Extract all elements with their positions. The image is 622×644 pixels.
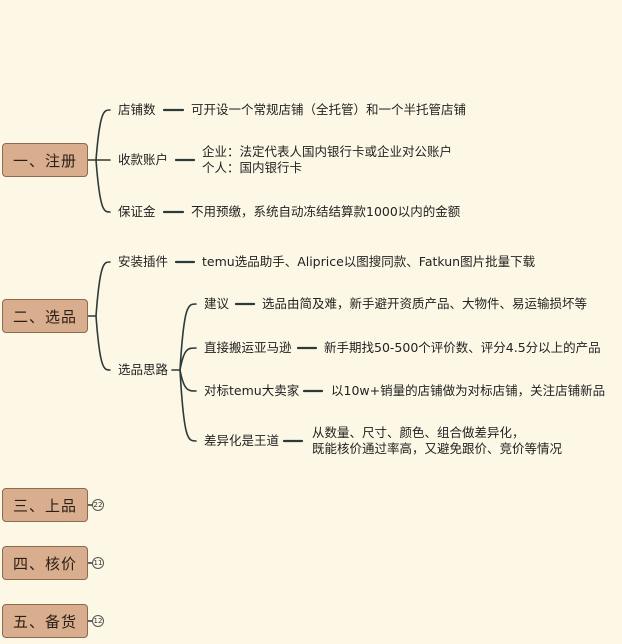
node-product-selection[interactable]: 二、选品 xyxy=(2,299,88,333)
node-selection-approach[interactable]: 选品思路 xyxy=(118,362,169,377)
node-shop-count[interactable]: 店铺数 xyxy=(118,102,156,117)
node-price-check[interactable]: 四、核价 xyxy=(2,546,88,580)
node-advice[interactable]: 建议 xyxy=(204,296,230,311)
collapsed-count-badge-price-check[interactable]: 11 xyxy=(92,557,104,569)
node-price-check-label: 四、核价 xyxy=(12,554,77,573)
node-install-plugin[interactable]: 安装插件 xyxy=(118,254,169,269)
node-install-plugin-detail[interactable]: temu选品助手、Aliprice以图搜同款、Fatkun图片批量下载 xyxy=(202,254,536,269)
node-register[interactable]: 一、注册 xyxy=(2,143,88,177)
node-benchmark-detail[interactable]: 以10w+销量的店铺做为对标店铺，关注店铺新品 xyxy=(331,383,606,398)
node-amazon[interactable]: 直接搬运亚马逊 xyxy=(204,340,292,355)
node-differentiation[interactable]: 差异化是王道 xyxy=(204,433,280,448)
node-advice-detail[interactable]: 选品由简及难，新手避开资质产品、大物件、易运输损坏等 xyxy=(262,296,588,311)
node-stocking[interactable]: 五、备货 xyxy=(2,604,88,638)
node-payment-account[interactable]: 收款账户 xyxy=(118,152,169,167)
node-differentiation-detail[interactable]: 从数量、尺寸、颜色、组合做差异化， 既能核价通过率高，又避免跟价、竞价等情况 xyxy=(312,425,563,456)
node-deposit[interactable]: 保证金 xyxy=(118,204,156,219)
node-amazon-detail[interactable]: 新手期找50-500个评价数、评分4.5分以上的产品 xyxy=(324,340,601,355)
node-listing-label: 三、上品 xyxy=(12,496,77,515)
node-deposit-detail[interactable]: 不用预缴，系统自动冻结结算款1000以内的金额 xyxy=(191,204,461,219)
collapsed-count-badge-stocking[interactable]: 12 xyxy=(92,615,104,627)
node-stocking-label: 五、备货 xyxy=(12,612,77,631)
node-benchmark[interactable]: 对标temu大卖家 xyxy=(204,383,300,398)
node-register-label: 一、注册 xyxy=(12,151,77,170)
collapsed-count-badge-listing[interactable]: 22 xyxy=(92,499,104,511)
node-listing[interactable]: 三、上品 xyxy=(2,488,88,522)
node-payment-account-detail[interactable]: 企业：法定代表人国内银行卡或企业对公账户 个人：国内银行卡 xyxy=(202,144,453,175)
node-product-selection-label: 二、选品 xyxy=(12,307,77,326)
node-shop-count-detail[interactable]: 可开设一个常规店铺（全托管）和一个半托管店铺 xyxy=(191,102,467,117)
